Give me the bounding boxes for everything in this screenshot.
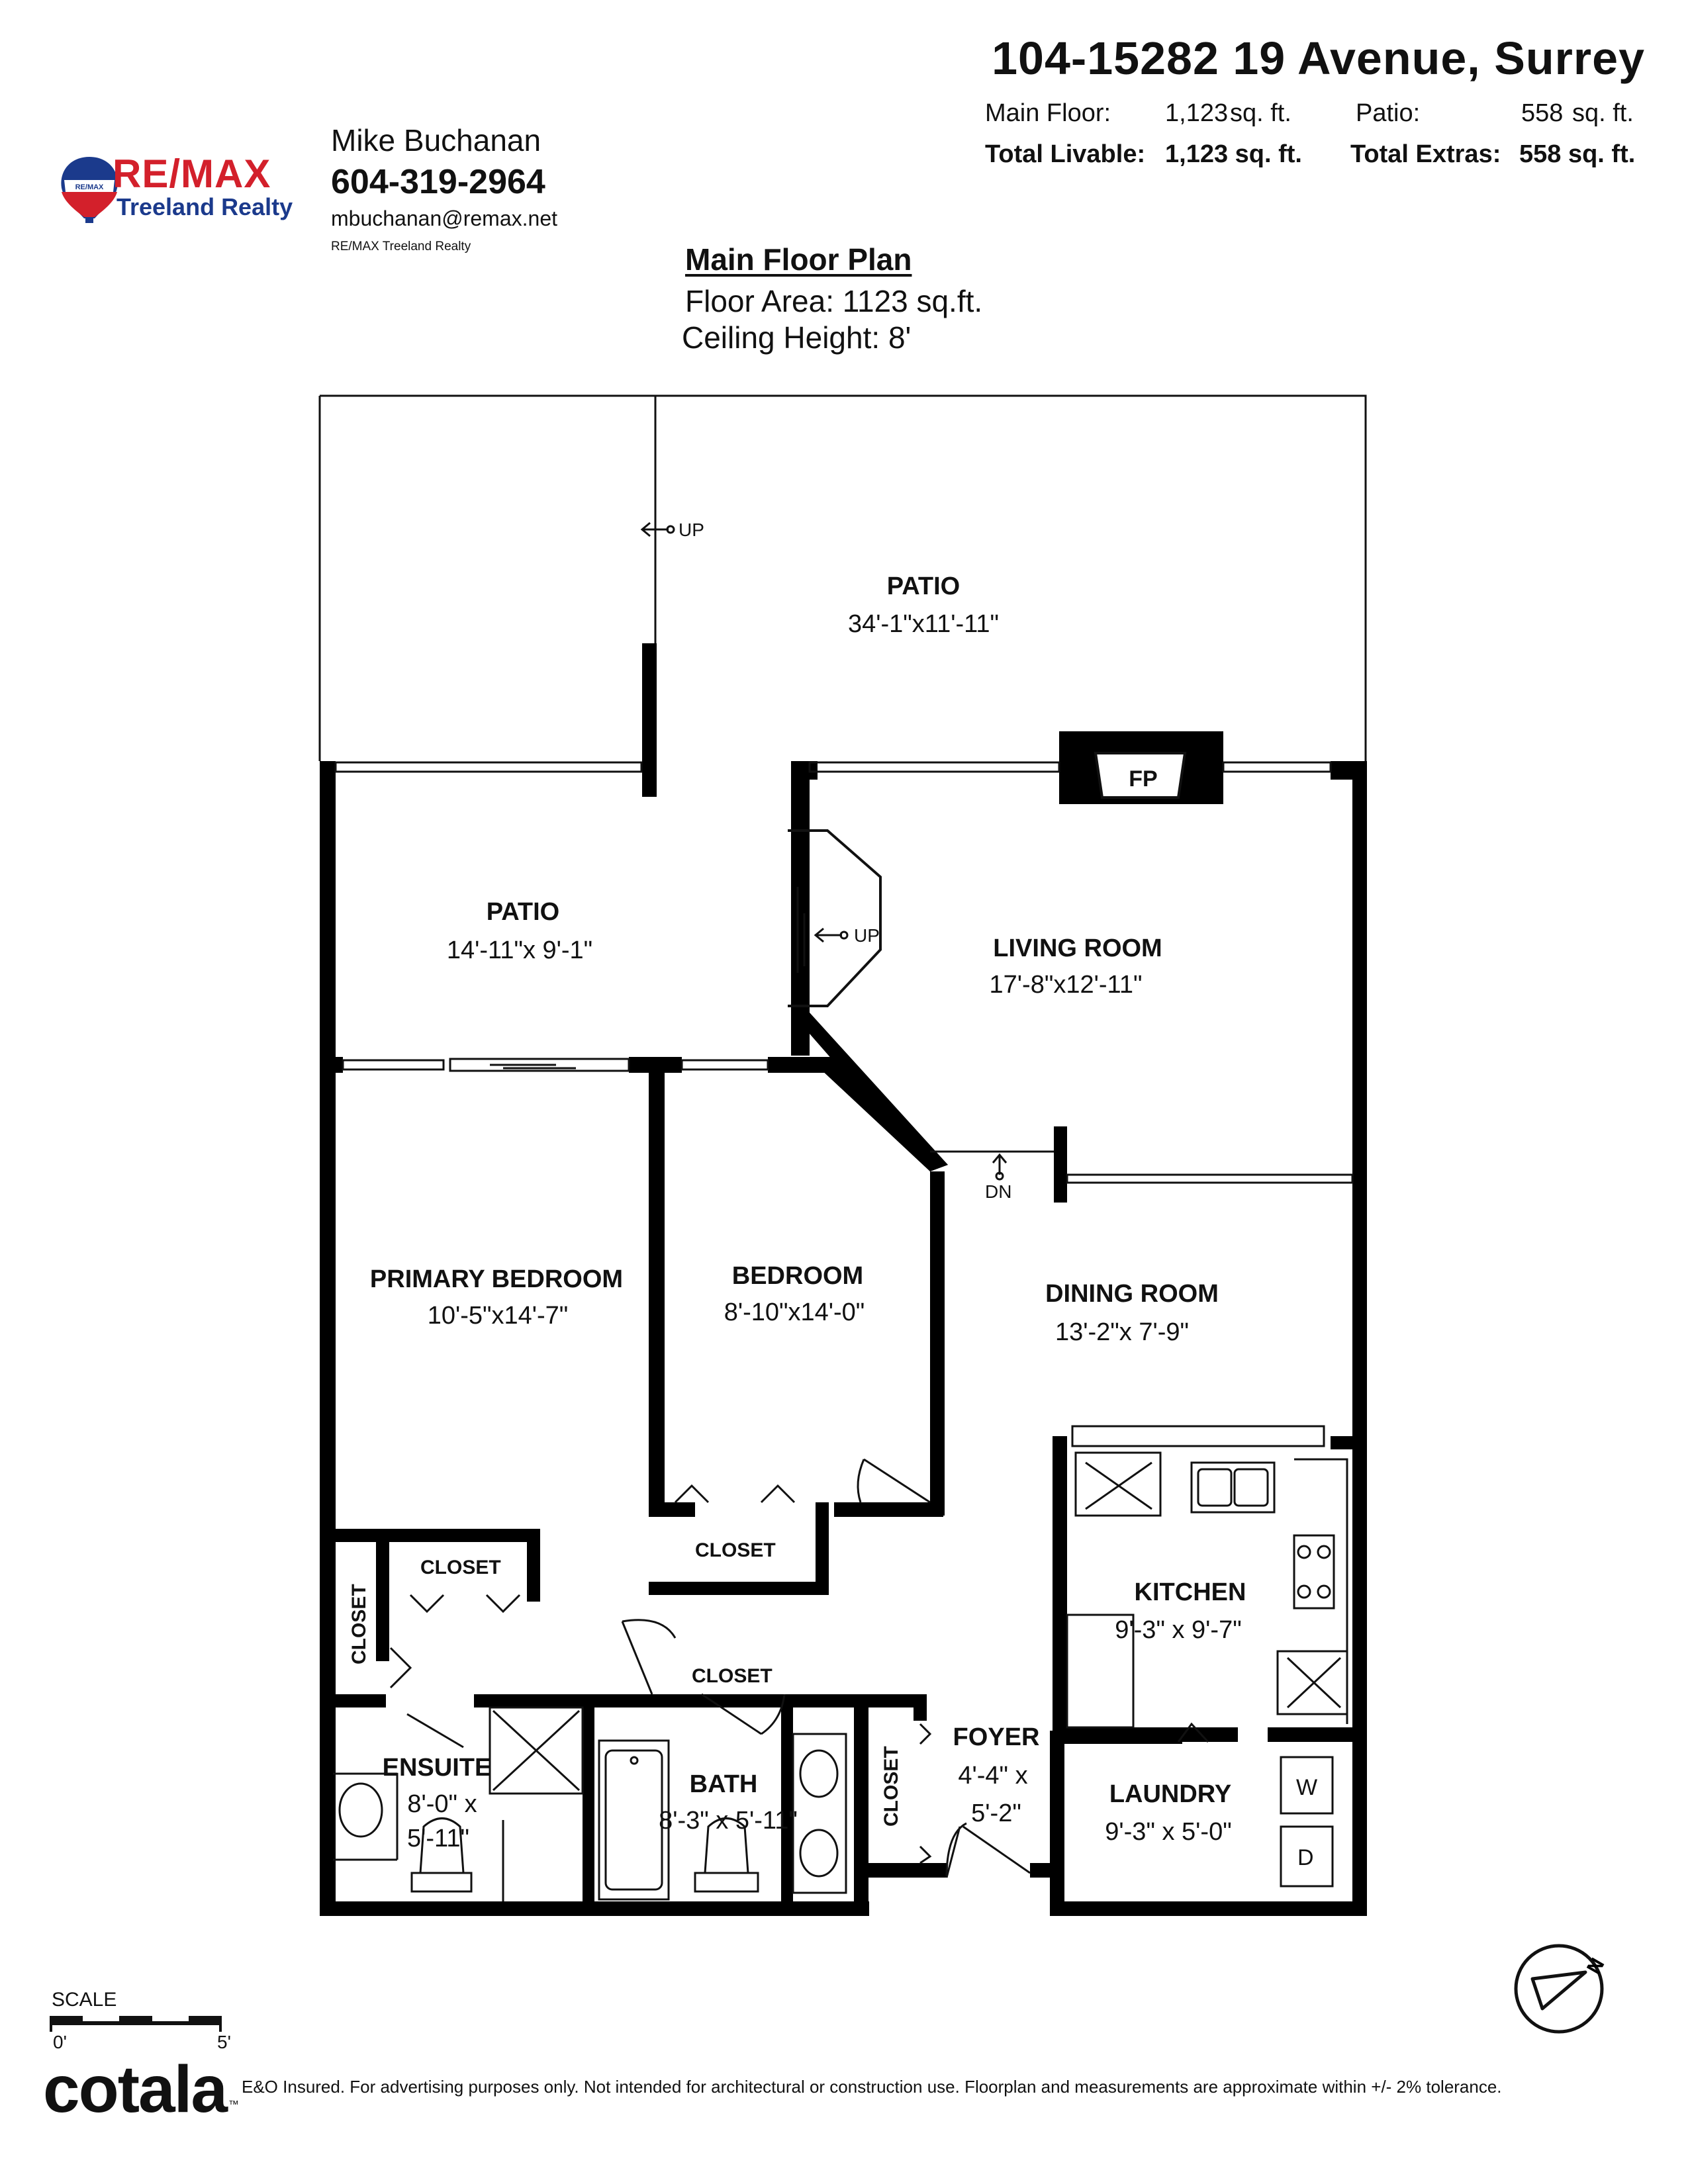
remax-logo-subtitle: Treeland Realty xyxy=(117,193,293,220)
patio-area-unit: sq. ft. xyxy=(1572,99,1634,127)
dryer-label: D xyxy=(1297,1845,1314,1870)
bath-dims: 8'-3" x 5'-11" xyxy=(659,1807,798,1835)
foyer-dims-line1: 4'-4" x xyxy=(958,1762,1027,1790)
dining-room-name: DINING ROOM xyxy=(1045,1280,1219,1308)
plan-ceiling-height: Ceiling Height: 8' xyxy=(682,320,912,355)
closet-label-foyer: CLOSET xyxy=(880,1746,902,1827)
foyer-name: FOYER xyxy=(953,1723,1040,1751)
total-extras-label: Total Extras: xyxy=(1350,140,1501,168)
total-livable-value: 1,123 sq. ft. xyxy=(1165,140,1302,168)
patio-large-dims: 34'-1"x11'-11" xyxy=(848,610,999,638)
scale-end: 5' xyxy=(217,2032,231,2052)
closet-label-hall: CLOSET xyxy=(692,1665,773,1687)
patio-area-value: 558 xyxy=(1521,99,1564,127)
kitchen-dims: 9'-3" x 9'-7" xyxy=(1115,1616,1241,1644)
ensuite-dims-line1: 8'-0" x xyxy=(407,1790,477,1818)
remax-logo-text: RE/MAX xyxy=(113,152,271,196)
foyer-dims-line2: 5'-2" xyxy=(971,1799,1021,1827)
patio-small-name: PATIO xyxy=(487,898,559,926)
agent-brokerage: RE/MAX Treeland Realty xyxy=(331,240,471,253)
stair-up-label-living: UP xyxy=(854,925,880,946)
scale-label: SCALE xyxy=(52,1989,117,2011)
stair-up-label-patio: UP xyxy=(679,520,704,540)
scale-start: 0' xyxy=(53,2032,67,2052)
fireplace-label: FP xyxy=(1129,766,1157,792)
dining-room-dims: 13'-2"x 7'-9" xyxy=(1055,1318,1189,1346)
cotala-logo: cotala xyxy=(43,2052,228,2126)
total-livable-label: Total Livable: xyxy=(985,140,1146,168)
logo-balloon-text: RE/MAX xyxy=(75,183,104,191)
total-extras-value: 558 sq. ft. xyxy=(1519,140,1636,168)
patio-area-label: Patio: xyxy=(1356,99,1421,127)
scale-bar-icon xyxy=(50,2016,222,2032)
plan-title: Main Floor Plan xyxy=(685,242,912,277)
bedroom-dims: 8'-10"x14'-0" xyxy=(724,1298,865,1326)
ensuite-dims-line2: 5'-11" xyxy=(407,1825,469,1852)
laundry-dims: 9'-3" x 5'-0" xyxy=(1105,1818,1231,1846)
closet-label-bedroom: CLOSET xyxy=(695,1539,776,1561)
agent-email[interactable]: mbuchanan@remax.net xyxy=(331,206,557,230)
closet-label-primary-side: CLOSET xyxy=(348,1584,370,1664)
agent-name: Mike Buchanan xyxy=(331,123,541,158)
compass-icon: N xyxy=(1514,1944,1609,2034)
closet-label-primary: CLOSET xyxy=(420,1557,501,1578)
property-address: 104-15282 19 Avenue, Surrey xyxy=(992,32,1645,84)
plan-floor-area: Floor Area: 1123 sq.ft. xyxy=(685,284,983,318)
washer-label: W xyxy=(1296,1775,1317,1800)
disclaimer: E&O Insured. For advertising purposes on… xyxy=(242,2077,1502,2097)
ensuite-name: ENSUITE xyxy=(383,1754,492,1782)
stair-down-label: DN xyxy=(985,1181,1011,1202)
main-floor-label: Main Floor: xyxy=(985,99,1111,127)
primary-bedroom-name: PRIMARY BEDROOM xyxy=(370,1265,623,1293)
cotala-trademark: ™ xyxy=(228,2099,239,2111)
primary-bedroom-dims: 10'-5"x14'-7" xyxy=(428,1302,569,1330)
agent-phone[interactable]: 604-319-2964 xyxy=(331,163,545,201)
living-room-name: LIVING ROOM xyxy=(993,934,1162,962)
patio-large-name: PATIO xyxy=(887,572,960,600)
kitchen-name: KITCHEN xyxy=(1135,1578,1246,1606)
patio-small-dims: 14'-11"x 9'-1" xyxy=(447,936,592,964)
remax-balloon-logo: RE/MAX xyxy=(61,157,118,223)
living-room-dims: 17'-8"x12'-11" xyxy=(990,971,1143,999)
bath-name: BATH xyxy=(690,1770,758,1798)
laundry-name: LAUNDRY xyxy=(1109,1780,1231,1808)
main-floor-value: 1,123 xyxy=(1165,99,1229,127)
main-floor-unit: sq. ft. xyxy=(1230,99,1291,127)
bedroom-name: BEDROOM xyxy=(732,1262,863,1290)
